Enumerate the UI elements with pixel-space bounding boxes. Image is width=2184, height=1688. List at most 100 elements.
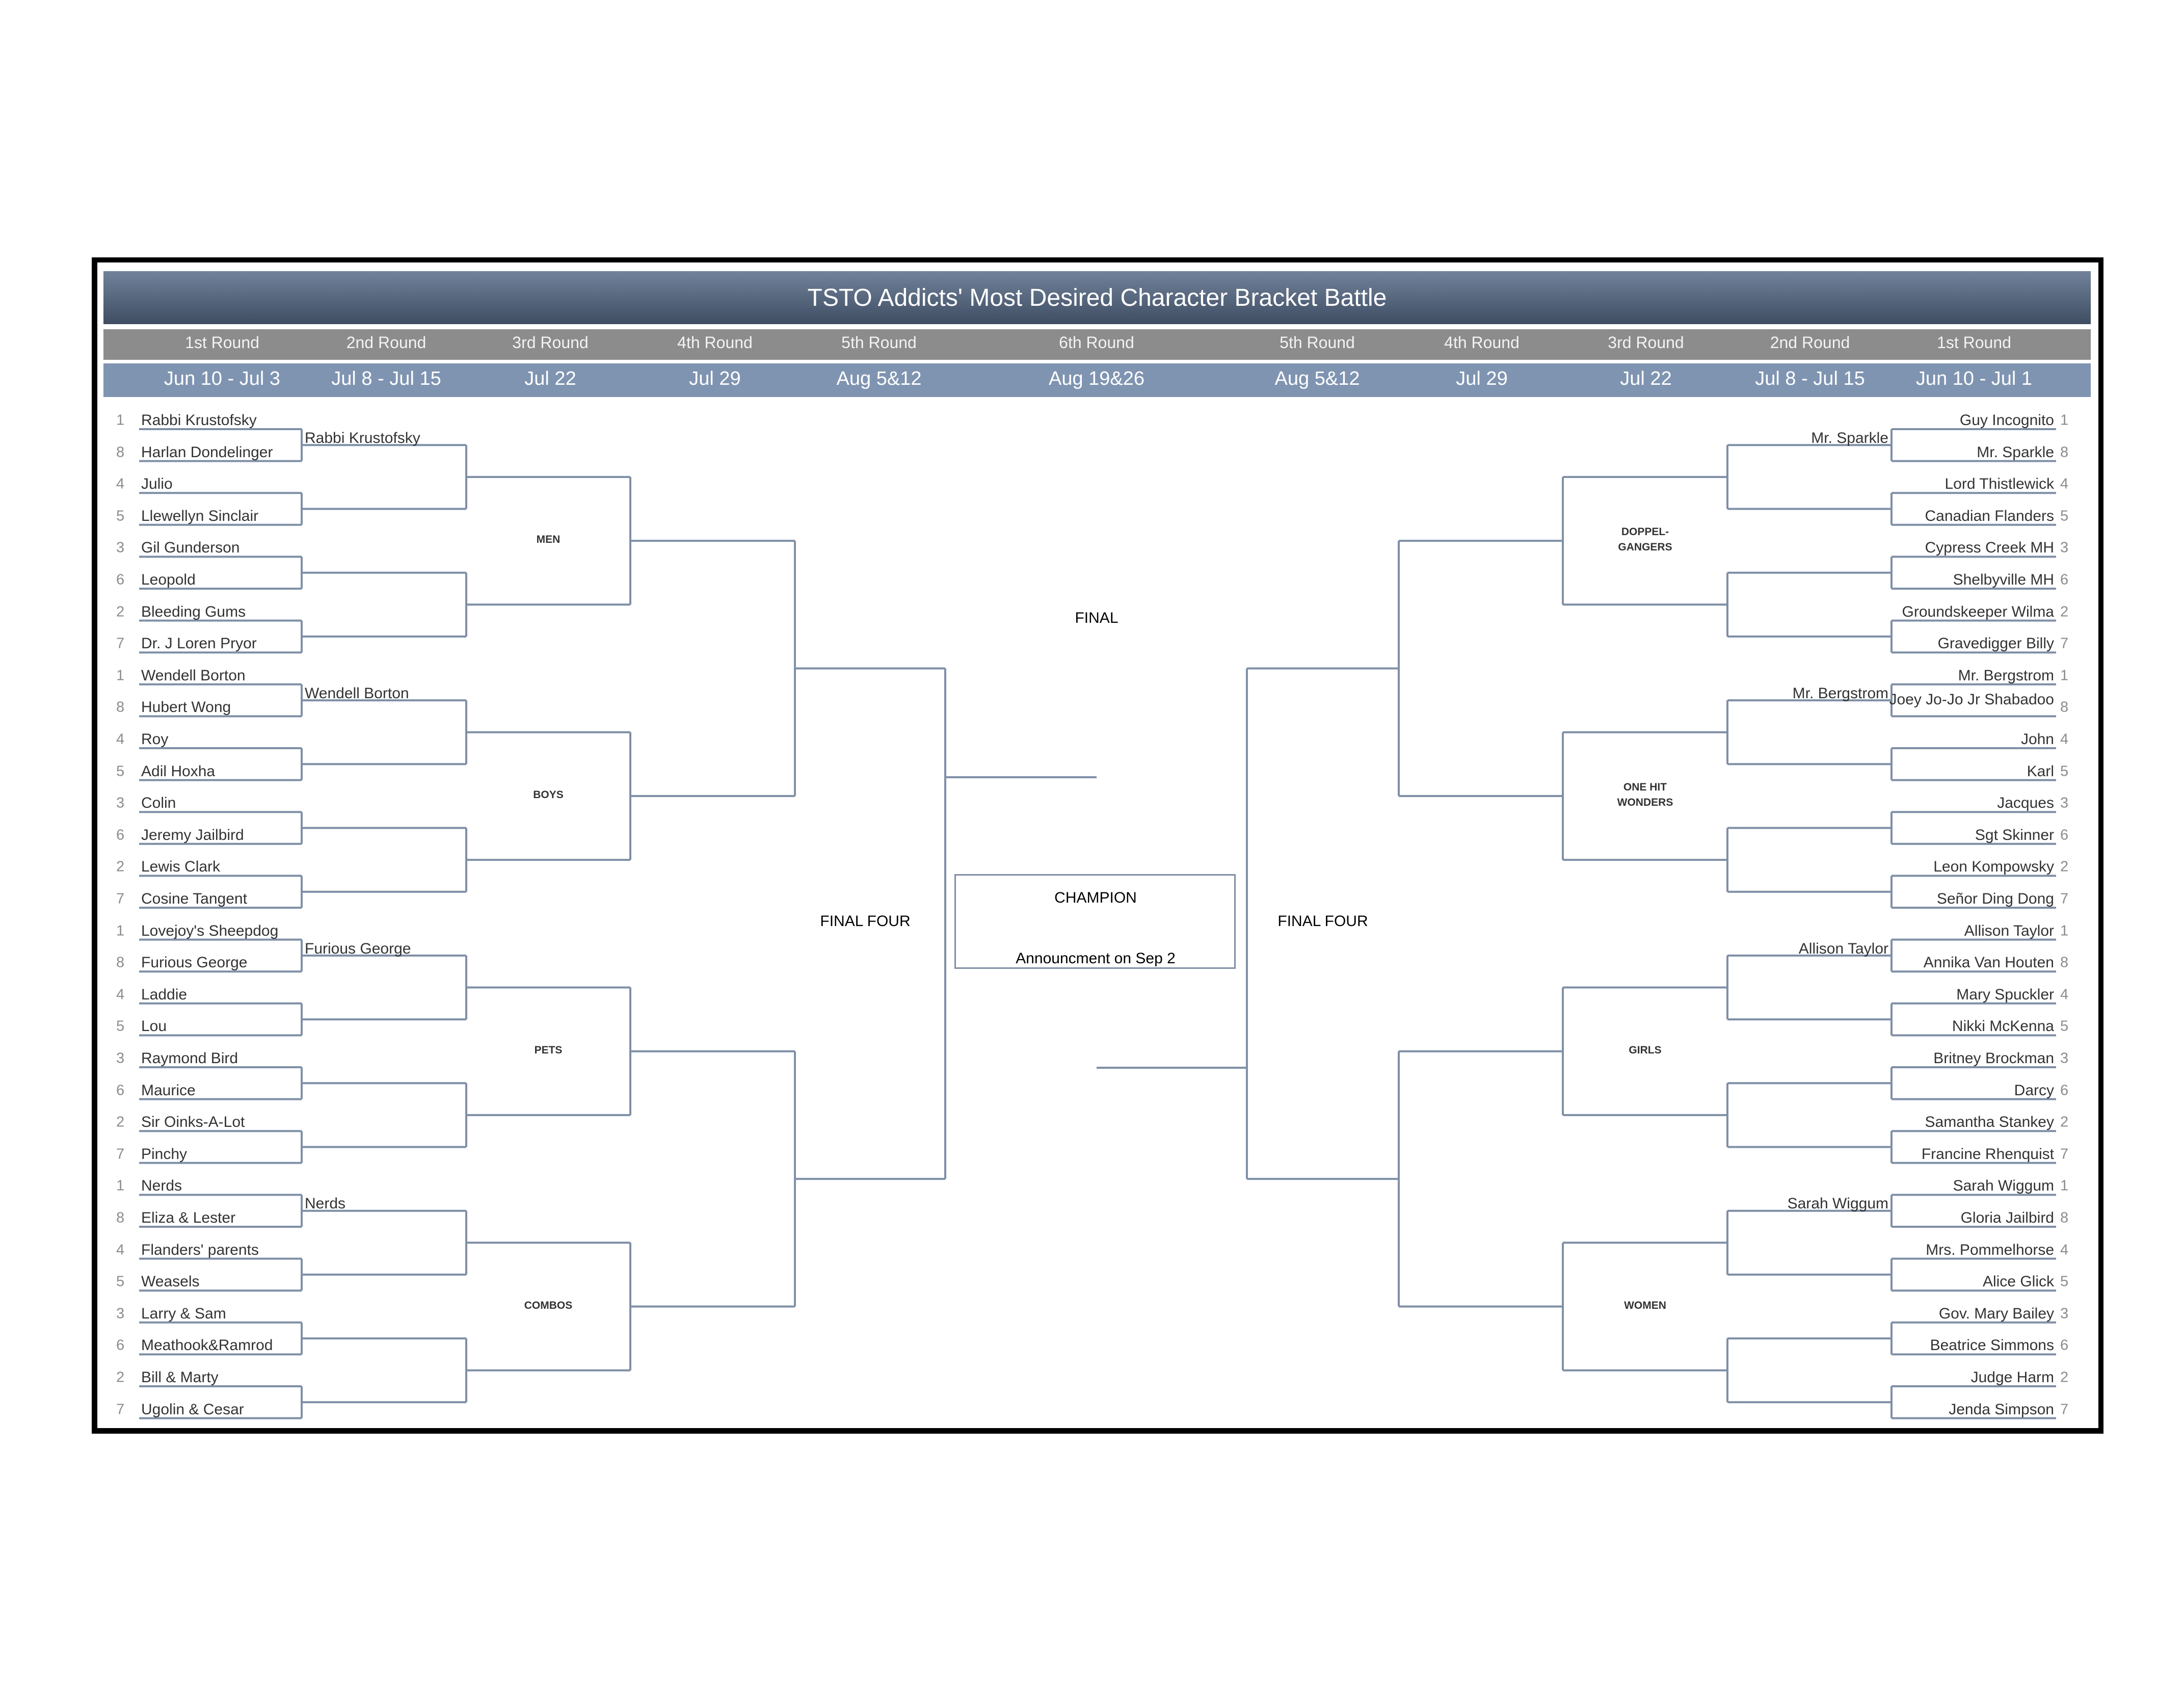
round-date: Jul 29	[689, 368, 741, 389]
seed-number: 4	[2060, 1242, 2069, 1258]
entrant-name: Lewis Clark	[141, 858, 221, 876]
round-date: Jul 29	[1456, 368, 1508, 389]
seed-number: 1	[2060, 412, 2069, 429]
round-date: Jul 8 - Jul 15	[331, 368, 441, 389]
entrant-name: Dr. J Loren Pryor	[141, 635, 257, 652]
entrant-name: Furious George	[141, 954, 248, 971]
seed-number: 5	[116, 1018, 125, 1035]
seed-number: 4	[2060, 986, 2069, 1003]
entrant-name: Gil Gunderson	[141, 539, 240, 557]
seed-number: 4	[116, 731, 125, 748]
entrant-name: Larry & Sam	[141, 1305, 226, 1322]
entrant-name: Adil Hoxha	[141, 762, 216, 780]
seed-number: 3	[2060, 795, 2069, 811]
round-date: Jul 8 - Jul 15	[1755, 368, 1865, 389]
final-four-left-label: FINAL FOUR	[820, 913, 911, 930]
round-header: 1st Round	[185, 333, 259, 352]
round-header: 5th Round	[841, 333, 917, 352]
round-date: Jun 10 - Jul 3	[164, 368, 281, 389]
seed-number: 8	[116, 1209, 125, 1226]
seed-number: 8	[2060, 444, 2069, 461]
region-label: GIRLS	[1629, 1044, 1662, 1056]
round-header: 2nd Round	[346, 333, 427, 352]
seed-number: 2	[2060, 1369, 2069, 1386]
entrant-name: Gov. Mary Bailey	[1938, 1305, 2054, 1322]
seed-number: 5	[2060, 1273, 2069, 1290]
entrant-name: Cypress Creek MH	[1925, 539, 2054, 557]
seed-number: 1	[2060, 922, 2069, 939]
seed-number: 2	[116, 603, 125, 620]
entrant-name: Samantha Stankey	[1925, 1114, 2055, 1131]
round2-winner: Mr. Sparkle	[1811, 430, 1888, 446]
entrant-name: Groundskeeper Wilma	[1902, 603, 2054, 620]
final-label: FINAL	[1075, 610, 1118, 626]
entrant-name: Jacques	[1997, 795, 2054, 812]
seed-number: 2	[116, 1114, 125, 1130]
round-header: 4th Round	[677, 333, 753, 352]
entrant-name: Lovejoy's Sheepdog	[141, 922, 279, 939]
seed-number: 6	[2060, 827, 2069, 843]
entrant-name: Rabbi Krustofsky	[141, 412, 257, 429]
region-label: PETS	[534, 1044, 563, 1056]
round-header: 2nd Round	[1770, 333, 1850, 352]
seed-number: 1	[2060, 1177, 2069, 1194]
round-date: Jul 22	[524, 368, 576, 389]
seed-number: 7	[116, 890, 125, 907]
round-date: Aug 19&26	[1048, 368, 1145, 389]
entrant-name: Pinchy	[141, 1145, 188, 1163]
seed-number: 7	[116, 1146, 125, 1163]
seed-number: 7	[2060, 635, 2069, 652]
region-label: WOMEN	[1624, 1299, 1666, 1311]
entrant-name: Jenda Simpson	[1949, 1401, 2054, 1418]
entrant-name: Gravedigger Billy	[1937, 635, 2054, 652]
entrant-name: Señor Ding Dong	[1936, 890, 2054, 907]
seed-number: 5	[116, 1273, 125, 1290]
seed-number: 3	[116, 795, 125, 811]
entrant-name: Mary Spuckler	[1956, 986, 2054, 1003]
round2-winner: Furious George	[305, 940, 411, 957]
entrant-name: Guy Incognito	[1959, 412, 2054, 429]
champion-box	[954, 874, 1236, 969]
seed-number: 8	[2060, 954, 2069, 971]
seed-number: 5	[2060, 763, 2069, 780]
entrant-name: Karl	[2027, 762, 2054, 780]
seed-number: 3	[2060, 1050, 2069, 1067]
rounds-header-bar	[103, 329, 2091, 360]
entrant-name: Joey Jo-Jo Jr Shabadoo	[1889, 691, 2054, 708]
seed-number: 5	[116, 508, 125, 524]
round2-winner: Sarah Wiggum	[1787, 1195, 1888, 1212]
entrant-name: Meathook&Ramrod	[141, 1337, 273, 1354]
entrant-name: Ugolin & Cesar	[141, 1401, 244, 1418]
seed-number: 2	[2060, 603, 2069, 620]
entrant-name: Beatrice Simmons	[1930, 1337, 2054, 1354]
round-header: 3rd Round	[1608, 333, 1684, 352]
entrant-name: Jeremy Jailbird	[141, 826, 244, 843]
entrant-name: Lord Thistlewick	[1945, 476, 2054, 493]
round-date: Jul 22	[1620, 368, 1672, 389]
entrant-name: Nikki McKenna	[1952, 1018, 2054, 1035]
seed-number: 4	[116, 476, 125, 492]
entrant-name: Shelbyville MH	[1953, 571, 2054, 588]
round-header: 3rd Round	[512, 333, 589, 352]
entrant-name: Lou	[141, 1018, 167, 1035]
entrant-name: Britney Brockman	[1933, 1050, 2054, 1067]
seed-number: 6	[2060, 1337, 2069, 1354]
seed-number: 4	[2060, 476, 2069, 492]
seed-number: 8	[116, 444, 125, 461]
seed-number: 3	[2060, 1305, 2069, 1322]
entrant-name: Llewellyn Sinclair	[141, 507, 259, 524]
entrant-name: Roy	[141, 731, 169, 748]
seed-number: 1	[2060, 667, 2069, 684]
entrant-name: John	[2020, 731, 2054, 748]
entrant-name: Sgt Skinner	[1975, 826, 2054, 843]
seed-number: 6	[2060, 571, 2069, 588]
seed-number: 2	[2060, 858, 2069, 875]
entrant-name: Eliza & Lester	[141, 1209, 236, 1226]
entrant-name: Weasels	[141, 1273, 200, 1290]
entrant-name: Bill & Marty	[141, 1369, 219, 1386]
entrant-name: Mr. Bergstrom	[1958, 667, 2054, 684]
entrant-name: Judge Harm	[1970, 1369, 2054, 1386]
seed-number: 1	[116, 1177, 125, 1194]
seed-number: 5	[2060, 508, 2069, 524]
